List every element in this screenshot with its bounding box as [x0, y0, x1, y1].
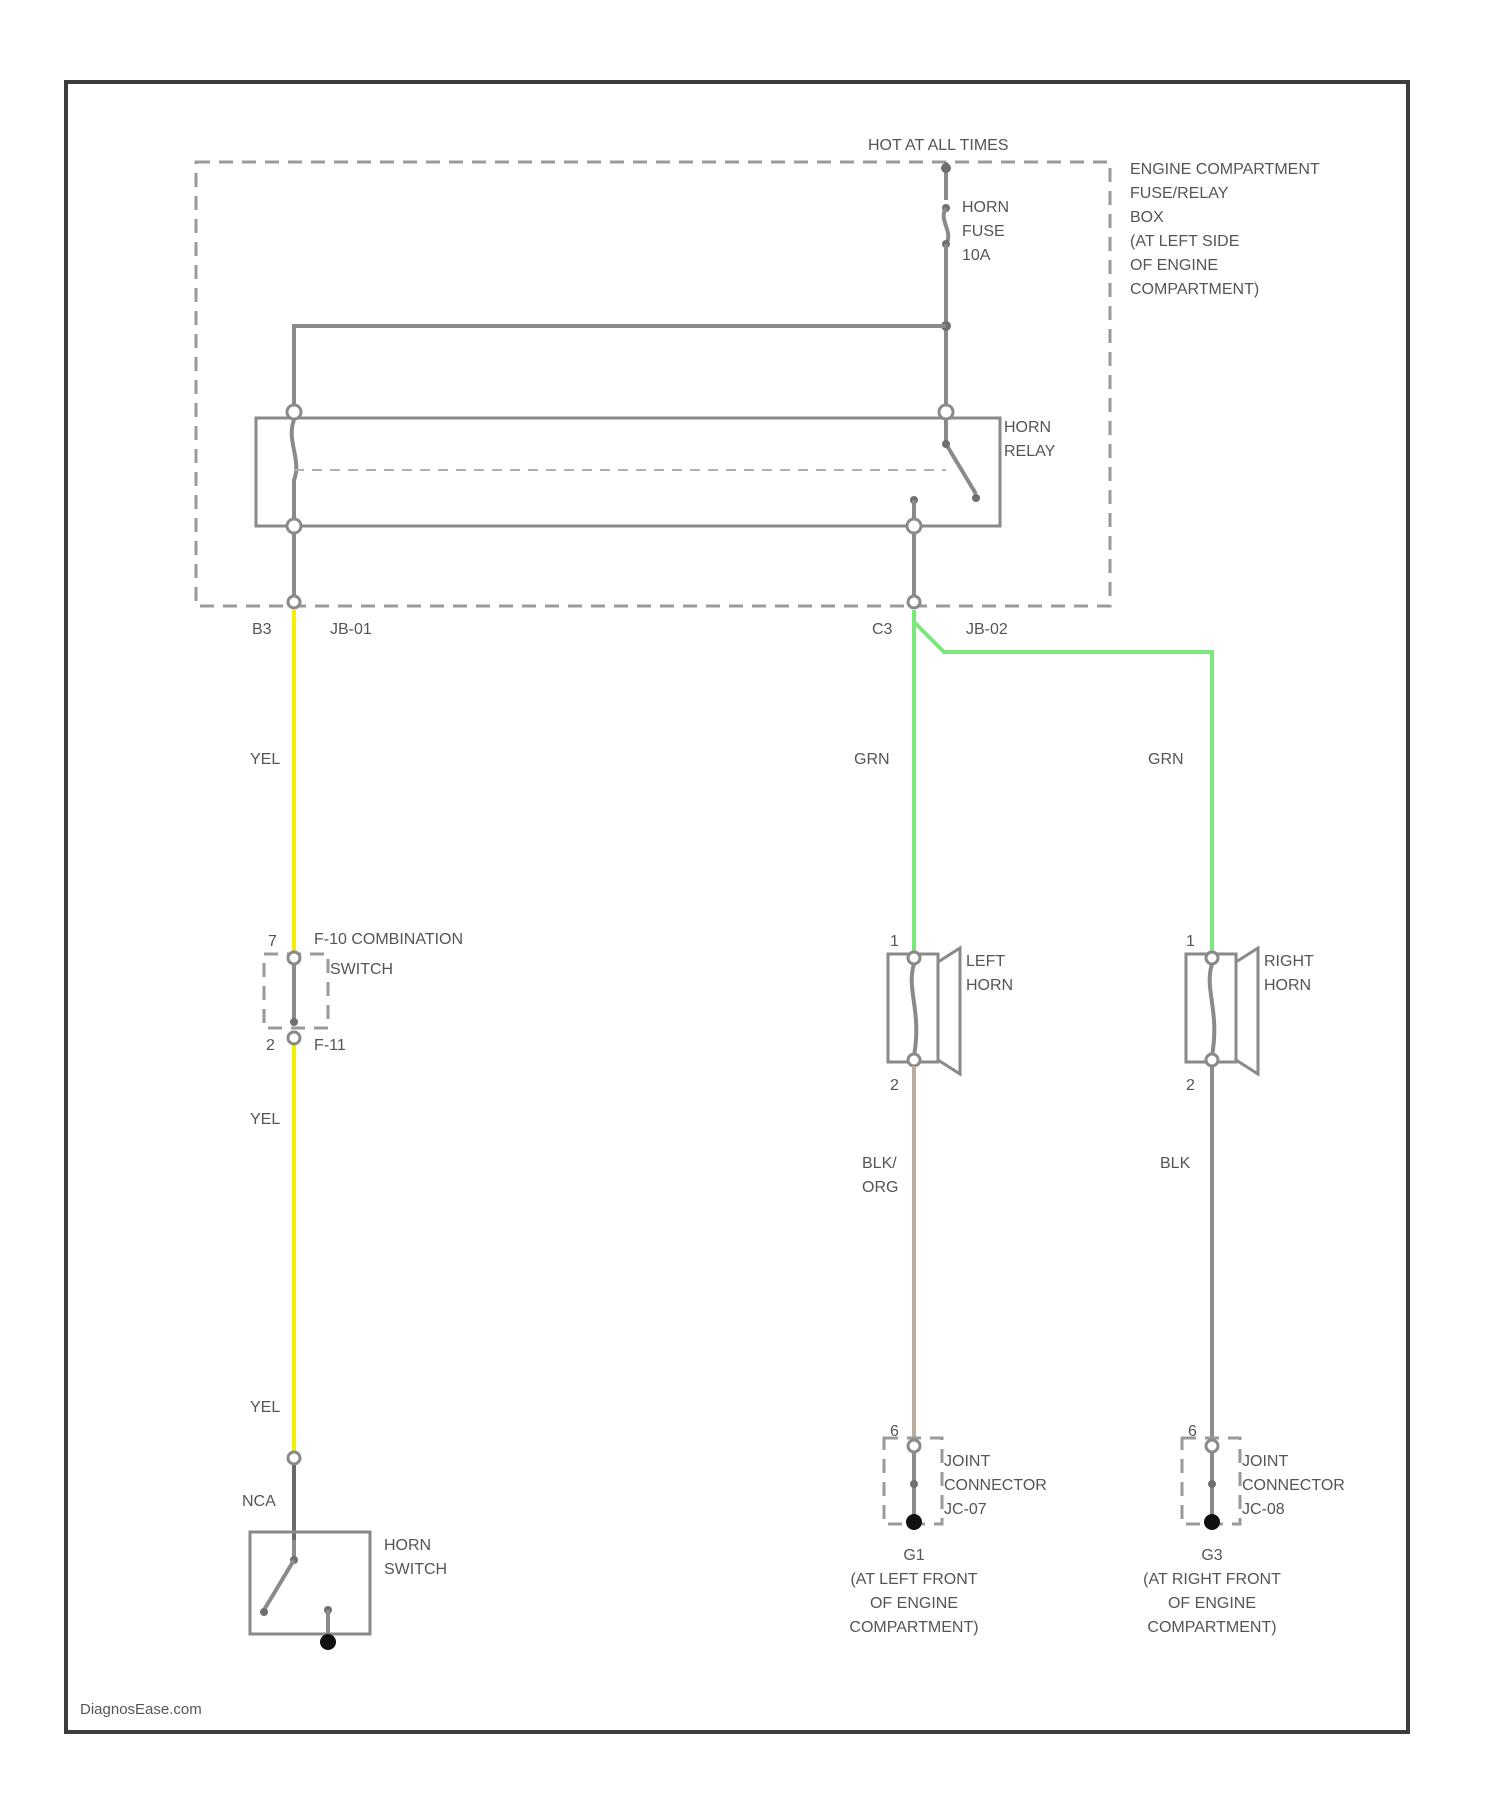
jc-left-pin	[908, 1440, 920, 1452]
wire-grn-left-label: GRN	[854, 751, 890, 768]
fuse-box-label-3: BOX	[1130, 209, 1164, 226]
jc-left-label-1: JOINT	[944, 1453, 990, 1470]
lh-pin-top-label: 1	[890, 933, 899, 950]
horn-switch-tip	[260, 1608, 268, 1616]
combo-switch-label-2: SWITCH	[330, 961, 393, 978]
jb-01-label: JB-01	[330, 621, 372, 638]
relay-label-2: RELAY	[1004, 443, 1056, 460]
horn-switch-label-1: HORN	[384, 1537, 431, 1554]
connector-c3	[908, 596, 920, 608]
right-horn-label-1: RIGHT	[1264, 953, 1314, 970]
jb-02-label: JB-02	[966, 621, 1008, 638]
power-label: HOT AT ALL TIMES	[868, 137, 1009, 154]
combo-pin-2	[288, 1032, 300, 1044]
relay-switch-blade	[946, 444, 976, 494]
jc-right-node	[1208, 1480, 1216, 1488]
combo-conn-label: F-11	[314, 1037, 346, 1054]
wire-yel-label-1: YEL	[250, 751, 280, 768]
ground-right-label-3: OF ENGINE	[1168, 1595, 1256, 1612]
left-horn-label-1: LEFT	[966, 953, 1005, 970]
fuse-box-label-4: (AT LEFT SIDE	[1130, 233, 1239, 250]
right-horn-pin-2	[1206, 1054, 1218, 1066]
ground-right-label-1: G3	[1201, 1547, 1222, 1564]
wire-blk-org-label-1: BLK/	[862, 1155, 897, 1172]
fuse-label-3: 10A	[962, 247, 991, 264]
watermark: DiagnosEase.com	[80, 1701, 202, 1718]
right-horn-bell	[1236, 948, 1258, 1074]
fuse-element	[944, 208, 949, 244]
relay-switch-tip	[972, 494, 980, 502]
wire-blk-org-label-2: ORG	[862, 1179, 898, 1196]
left-horn-bell	[938, 948, 960, 1074]
wire-blk-label: BLK	[1160, 1155, 1191, 1172]
wire-yel-label-3: YEL	[250, 1399, 280, 1416]
rh-pin-bottom-label: 2	[1186, 1077, 1195, 1094]
relay-pin-coil-top	[287, 405, 301, 419]
fuse-box-label-2: FUSE/RELAY	[1130, 185, 1229, 202]
coil-feed-wire	[294, 326, 946, 418]
combo-pin-7	[288, 952, 300, 964]
combo-pin-top-label: 7	[268, 933, 277, 950]
ground-left-label-4: COMPARTMENT)	[849, 1619, 978, 1636]
jc-right-label-1: JOINT	[1242, 1453, 1288, 1470]
fuse-box-label-1: ENGINE COMPARTMENT	[1130, 161, 1320, 178]
ground-left-label-1: G1	[903, 1547, 924, 1564]
combo-contact	[290, 1018, 298, 1026]
jc-left-pin-label: 6	[890, 1423, 899, 1440]
horn-switch-box	[250, 1532, 370, 1634]
horn-relay-box	[256, 418, 1000, 526]
ground-right-label-4: COMPARTMENT)	[1147, 1619, 1276, 1636]
right-horn-label-2: HORN	[1264, 977, 1311, 994]
right-horn-pin-1	[1206, 952, 1218, 964]
jc-right-pin-label: 6	[1188, 1423, 1197, 1440]
fuse-label-2: FUSE	[962, 223, 1005, 240]
fuse-box-label-5: OF ENGINE	[1130, 257, 1218, 274]
relay-pin-coil-bottom	[287, 519, 301, 533]
nca-connector	[288, 1452, 300, 1464]
left-horn-pin-2	[908, 1054, 920, 1066]
ground-left-label-3: OF ENGINE	[870, 1595, 958, 1612]
jc-right-pin	[1206, 1440, 1218, 1452]
horn-switch-ground	[320, 1634, 336, 1650]
connector-b3	[288, 596, 300, 608]
ground-right	[1204, 1514, 1220, 1530]
pin-b3-label: B3	[252, 621, 272, 638]
wire-grn-right	[914, 622, 1212, 958]
right-horn-coil	[1210, 964, 1215, 1056]
wire-grn-right-label: GRN	[1148, 751, 1184, 768]
diagram-frame	[66, 82, 1408, 1732]
jc-left-label-2: CONNECTOR	[944, 1477, 1047, 1494]
ground-left-label-2: (AT LEFT FRONT	[850, 1571, 977, 1588]
power-node	[941, 163, 951, 173]
ground-right-label-2: (AT RIGHT FRONT	[1143, 1571, 1281, 1588]
horn-switch-label-2: SWITCH	[384, 1561, 447, 1578]
fuse-box-label-6: COMPARTMENT)	[1130, 281, 1259, 298]
wire-yel-label-2: YEL	[250, 1111, 280, 1128]
relay-pin-switch-bottom	[907, 519, 921, 533]
combo-pin-bottom-label: 2	[266, 1037, 275, 1054]
rh-pin-top-label: 1	[1186, 933, 1195, 950]
lh-pin-bottom-label: 2	[890, 1077, 899, 1094]
jc-right-label-3: JC-08	[1242, 1501, 1285, 1518]
fuse-label-1: HORN	[962, 199, 1009, 216]
jc-right-label-2: CONNECTOR	[1242, 1477, 1345, 1494]
ground-left	[906, 1514, 922, 1530]
relay-switch-pivot	[942, 440, 950, 448]
relay-label-1: HORN	[1004, 419, 1051, 436]
horn-switch-blade	[264, 1560, 294, 1610]
left-horn-label-2: HORN	[966, 977, 1013, 994]
nca-label: NCA	[242, 1493, 276, 1510]
jc-left-label-3: JC-07	[944, 1501, 987, 1518]
combo-switch-label-1: F-10 COMBINATION	[314, 931, 463, 948]
pin-c3-label: C3	[872, 621, 893, 638]
left-horn-coil	[912, 964, 917, 1056]
jc-left-node	[910, 1480, 918, 1488]
left-horn-pin-1	[908, 952, 920, 964]
relay-pin-switch-top	[939, 405, 953, 419]
